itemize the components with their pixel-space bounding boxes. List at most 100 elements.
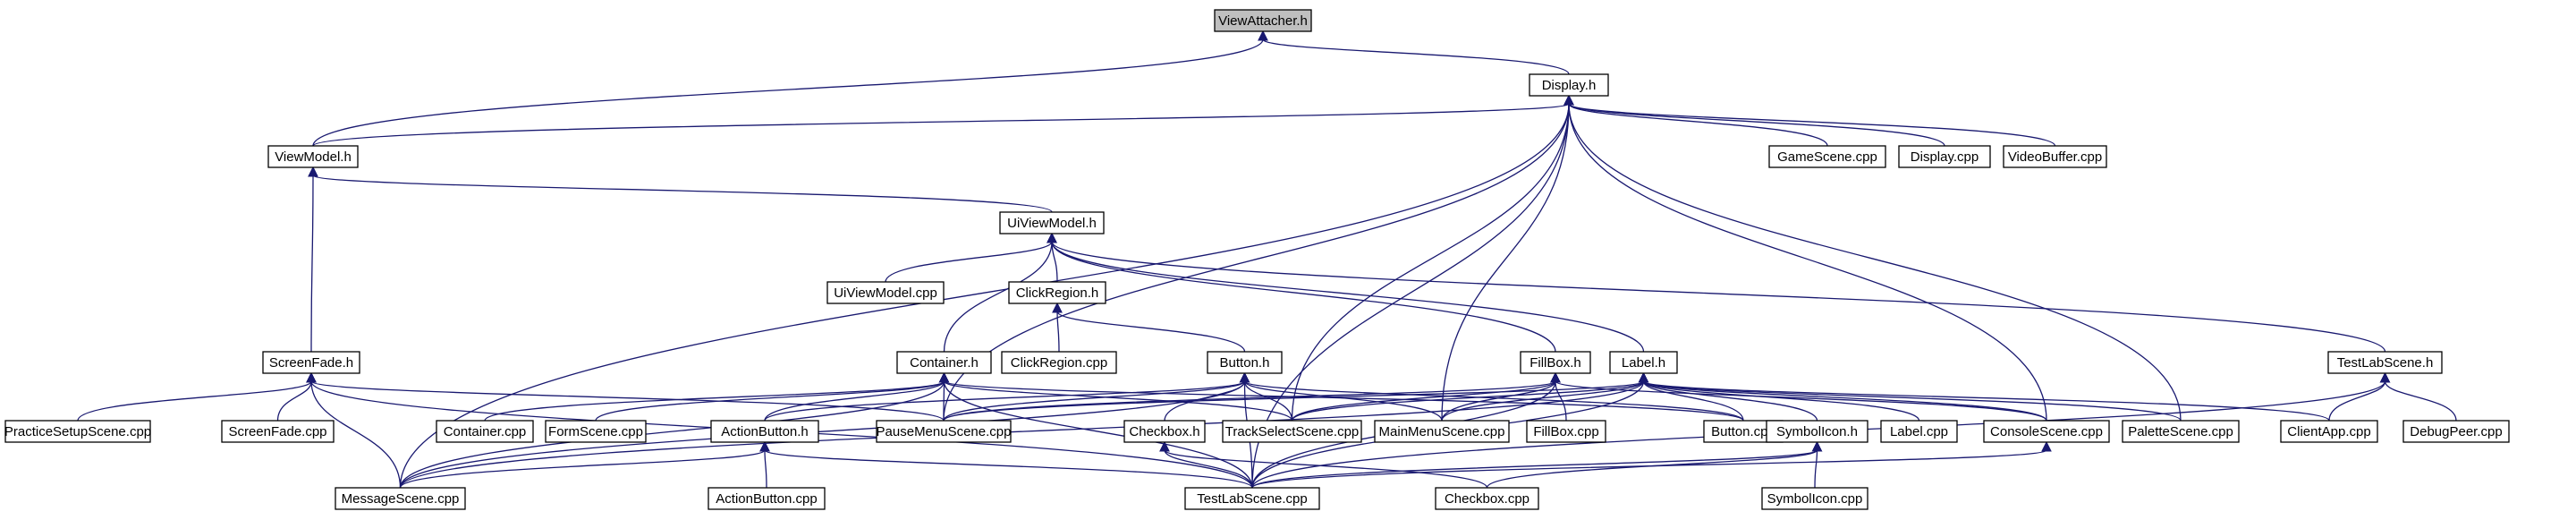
node-gamescene-cpp[interactable]: GameScene.cpp: [1768, 145, 1886, 168]
node-mainmenuscene-cpp[interactable]: MainMenuScene.cpp: [1374, 420, 1510, 443]
node-label-actionbutton-h: ActionButton.h: [721, 424, 809, 439]
node-testlabscene-h[interactable]: TestLabScene.h: [2327, 351, 2443, 374]
node-box-mainmenuscene-cpp: [1374, 420, 1510, 443]
node-trackselectscene-cpp[interactable]: TrackSelectScene.cpp: [1222, 420, 1362, 443]
edge-container-h-to-testlabscene-cpp: [943, 380, 1253, 489]
node-box-clickregion-cpp: [1001, 351, 1117, 374]
node-uiviewmodel-h[interactable]: UiViewModel.h: [999, 211, 1105, 234]
node-label-fillbox-h: FillBox.h: [1530, 355, 1581, 371]
node-box-clickregion-h: [1008, 281, 1106, 304]
node-fillbox-h[interactable]: FillBox.h: [1520, 351, 1591, 374]
node-checkbox-h[interactable]: Checkbox.h: [1123, 420, 1206, 443]
edge-label-h-to-trackselectscene-cpp: [1291, 380, 1645, 422]
node-palettescene-cpp[interactable]: PaletteScene.cpp: [2122, 420, 2240, 443]
node-formscene-cpp[interactable]: FormScene.cpp: [545, 420, 647, 443]
node-pausemenuscene-cpp[interactable]: PauseMenuScene.cpp: [876, 420, 1012, 443]
edge-display-h-to-trackselectscene-cpp: [1291, 103, 1570, 422]
edge-container-h-to-trackselectscene-cpp: [943, 380, 1293, 422]
edge-button-h-to-trackselectscene-cpp: [1243, 380, 1293, 422]
node-clickregion-h[interactable]: ClickRegion.h: [1008, 281, 1106, 304]
node-consolescene-cpp[interactable]: ConsoleScene.cpp: [1983, 420, 2110, 443]
edge-arrowhead-actionbutton-h-to-testlabscene-cpp: [759, 440, 770, 452]
node-container-cpp[interactable]: Container.cpp: [436, 420, 534, 443]
edge-arrowhead-screenfade-h-to-testlabscene-cpp: [306, 371, 317, 383]
edge-viewmodel-h-to-screenfade-h: [310, 175, 314, 353]
edge-actionbutton-h-to-testlabscene-cpp: [764, 449, 1253, 489]
node-clickregion-cpp[interactable]: ClickRegion.cpp: [1001, 351, 1117, 374]
edge-label-h-to-messagescene-cpp: [399, 380, 1645, 489]
node-box-checkbox-cpp: [1435, 487, 1539, 510]
node-box-label-h: [1609, 351, 1678, 374]
node-label-actionbutton-cpp: ActionButton.cpp: [716, 491, 817, 507]
node-label-display-h: Display.h: [1542, 78, 1597, 93]
node-viewmodel-h[interactable]: ViewModel.h: [267, 145, 359, 168]
edge-clickregion-h-to-clickregion-cpp: [1056, 311, 1060, 353]
node-debugpeer-cpp[interactable]: DebugPeer.cpp: [2402, 420, 2510, 443]
node-box-uiviewmodel-cpp: [826, 281, 945, 304]
edge-arrowhead-fillbox-h-to-consolescene-cpp: [1550, 371, 1561, 383]
node-display-h[interactable]: Display.h: [1529, 73, 1609, 97]
edge-display-h-to-gamescene-cpp: [1568, 103, 1828, 147]
node-box-view-attacher: [1214, 9, 1312, 32]
edge-checkbox-h-to-checkbox-cpp: [1164, 449, 1488, 489]
edge-fillbox-h-to-mainmenuscene-cpp: [1441, 380, 1556, 422]
node-messagescene-cpp[interactable]: MessageScene.cpp: [335, 487, 466, 510]
node-checkbox-cpp[interactable]: Checkbox.cpp: [1435, 487, 1539, 510]
edge-label-h-to-clientapp-cpp: [1642, 380, 2330, 422]
edge-container-h-to-formscene-cpp: [595, 380, 945, 422]
node-videobuffer-cpp[interactable]: VideoBuffer.cpp: [2003, 145, 2107, 168]
node-actionbutton-cpp[interactable]: ActionButton.cpp: [708, 487, 826, 510]
node-practicesetupscene-cpp[interactable]: PracticeSetupScene.cpp: [4, 420, 151, 443]
edge-screenfade-h-to-screenfade-cpp: [276, 380, 312, 422]
edge-button-h-to-button-cpp: [1243, 380, 1744, 422]
node-box-fillbox-h: [1520, 351, 1591, 374]
node-box-viewmodel-h: [267, 145, 359, 168]
edge-screenfade-h-to-messagescene-cpp: [310, 380, 402, 489]
node-label-container-cpp: Container.cpp: [444, 424, 527, 439]
edge-uiviewmodel-h-to-uiviewmodel-cpp: [885, 241, 1053, 283]
node-label-symbolicon-cpp: SymbolIcon.cpp: [1767, 491, 1863, 507]
edge-arrowhead-viewmodel-h-to-screenfade-h: [308, 166, 318, 177]
node-uiviewmodel-cpp[interactable]: UiViewModel.cpp: [826, 281, 945, 304]
node-label-uiviewmodel-h: UiViewModel.h: [1007, 216, 1097, 231]
edge-actionbutton-h-to-actionbutton-cpp: [764, 449, 767, 489]
node-box-pausemenuscene-cpp: [876, 420, 1012, 443]
edge-arrowhead-container-h-to-actionbutton-h: [938, 371, 950, 383]
node-screenfade-cpp[interactable]: ScreenFade.cpp: [221, 420, 335, 443]
node-label-container-h: Container.h: [910, 355, 979, 371]
node-fillbox-cpp[interactable]: FillBox.cpp: [1526, 420, 1606, 443]
edge-label-h-to-palettescene-cpp: [1642, 380, 2182, 422]
edge-fillbox-h-to-consolescene-cpp: [1555, 380, 2047, 422]
node-testlabscene-cpp[interactable]: TestLabScene.cpp: [1184, 487, 1320, 510]
node-box-symbolicon-h: [1766, 420, 1868, 443]
node-symbolicon-cpp[interactable]: SymbolIcon.cpp: [1761, 487, 1868, 510]
node-box-display-cpp: [1898, 145, 1991, 168]
edge-actionbutton-h-to-messagescene-cpp: [399, 449, 766, 489]
node-box-screenfade-cpp: [221, 420, 335, 443]
edge-arrowhead-view-attacher-to-viewmodel-h: [1258, 30, 1268, 41]
edge-view-attacher-to-viewmodel-h: [312, 38, 1264, 147]
node-label-cpp[interactable]: Label.cpp: [1880, 420, 1958, 443]
node-symbolicon-h[interactable]: SymbolIcon.h: [1766, 420, 1868, 443]
node-display-cpp[interactable]: Display.cpp: [1898, 145, 1991, 168]
edge-arrowhead-uiviewmodel-h-to-testlabscene-h: [1046, 232, 1057, 243]
edge-display-h-to-mainmenuscene-cpp: [1441, 103, 1570, 422]
node-screenfade-h[interactable]: ScreenFade.h: [262, 351, 360, 374]
edges-layer: [77, 30, 2457, 489]
node-box-clientapp-cpp: [2280, 420, 2378, 443]
node-view-attacher[interactable]: ViewAttacher.h: [1214, 9, 1312, 32]
node-label-h[interactable]: Label.h: [1609, 351, 1678, 374]
node-label-mainmenuscene-cpp: MainMenuScene.cpp: [1379, 424, 1505, 439]
node-container-h[interactable]: Container.h: [896, 351, 992, 374]
edge-display-h-to-display-cpp: [1568, 103, 1945, 147]
node-button-h[interactable]: Button.h: [1207, 351, 1283, 374]
edge-container-h-to-messagescene-cpp: [399, 380, 945, 489]
node-box-fillbox-cpp: [1526, 420, 1606, 443]
node-actionbutton-h[interactable]: ActionButton.h: [710, 420, 819, 443]
node-label-clientapp-cpp: ClientApp.cpp: [2287, 424, 2370, 439]
node-clientapp-cpp[interactable]: ClientApp.cpp: [2280, 420, 2378, 443]
node-label-gamescene-cpp: GameScene.cpp: [1777, 149, 1877, 165]
node-box-screenfade-h: [262, 351, 360, 374]
